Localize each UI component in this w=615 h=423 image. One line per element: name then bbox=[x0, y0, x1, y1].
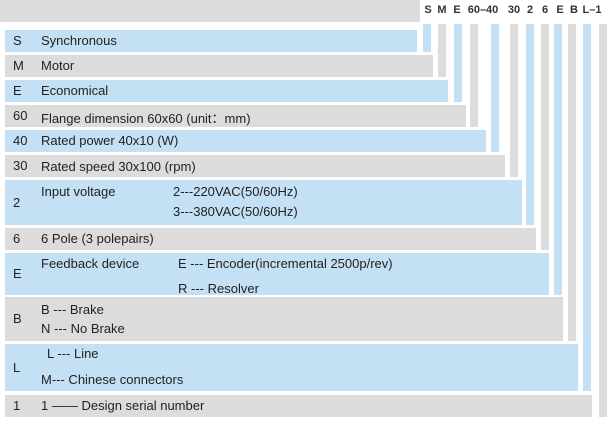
connector-track-1 bbox=[438, 24, 446, 77]
connector-track-11 bbox=[599, 24, 607, 417]
legend-row-text: M--- Chinese connectors bbox=[41, 372, 184, 387]
legend-row-text: 2---220VAC(50/60Hz) bbox=[173, 184, 298, 199]
legend-row-text: R --- Resolver bbox=[178, 281, 259, 296]
legend-row-text: N --- No Brake bbox=[41, 321, 125, 336]
legend-row-code: 40 bbox=[13, 133, 28, 148]
legend-row-code: 1 bbox=[13, 398, 21, 413]
legend-row-text: Input voltage bbox=[41, 184, 116, 199]
header-code-7: E bbox=[556, 4, 564, 16]
legend-row-code: 2 bbox=[13, 194, 21, 210]
header-code-8: B bbox=[570, 4, 578, 16]
legend-row-3: 60 Flange dimension 60x60 (unit：mm) bbox=[5, 105, 466, 127]
legend-row-text: B --- Brake bbox=[41, 302, 104, 317]
header-code-3: 60–40 bbox=[467, 4, 499, 16]
legend-row-code: 6 bbox=[13, 231, 21, 246]
legend-row-11: 1 1 —— Design serial number bbox=[5, 395, 592, 417]
header-code-1: M bbox=[437, 4, 447, 16]
header-code-5: 2 bbox=[526, 4, 534, 16]
connector-track-9 bbox=[568, 24, 576, 341]
legend-row-text: Rated speed 30x100 (rpm) bbox=[41, 159, 196, 174]
legend-row-6: 2 Input voltage 2---220VAC(50/60Hz) 3---380… bbox=[5, 180, 522, 225]
legend-row-text: 1 —— Design serial number bbox=[41, 398, 205, 413]
legend-row-text: Feedback device bbox=[41, 256, 140, 271]
legend-row-code: E bbox=[13, 266, 22, 281]
connector-track-3 bbox=[470, 24, 478, 127]
legend-row-8: E Feedback device E --- Encoder(incrementa… bbox=[5, 253, 549, 296]
connector-track-7 bbox=[541, 24, 549, 250]
legend-row-text: Motor bbox=[41, 58, 75, 73]
legend-row-code: L bbox=[13, 359, 21, 375]
legend-row-4: 40 Rated power 40x10 (W) bbox=[5, 130, 486, 152]
header-code-2: E bbox=[453, 4, 461, 16]
legend-row-text: Synchronous bbox=[41, 33, 117, 48]
connector-track-6 bbox=[526, 24, 534, 225]
connector-track-2 bbox=[454, 24, 462, 102]
legend-row-2: E Economical bbox=[5, 80, 448, 102]
header-code-0: S bbox=[424, 4, 432, 16]
legend-row-text: E --- Encoder(incremental 2500p/rev) bbox=[178, 256, 393, 271]
model-code-header-bar bbox=[0, 0, 420, 22]
legend-row-code: E bbox=[13, 83, 22, 98]
legend-row-5: 30 Rated speed 30x100 (rpm) bbox=[5, 155, 505, 177]
legend-row-9: B B --- Brake N --- No Brake bbox=[5, 297, 563, 341]
legend-row-text: 3---380VAC(50/60Hz) bbox=[173, 204, 298, 219]
legend-row-text: 6 Pole (3 polepairs) bbox=[41, 231, 154, 246]
legend-row-text: L --- Line bbox=[47, 346, 99, 361]
connector-track-4 bbox=[491, 24, 499, 152]
legend-row-code: M bbox=[13, 58, 24, 73]
legend-row-0: S Synchronous bbox=[5, 30, 417, 52]
legend-row-code: B bbox=[13, 311, 22, 326]
connector-track-8 bbox=[554, 24, 562, 295]
legend-row-7: 6 6 Pole (3 polepairs) bbox=[5, 228, 536, 250]
connector-track-5 bbox=[510, 24, 518, 177]
legend-row-text: Economical bbox=[41, 83, 109, 98]
legend-row-text: Rated power 40x10 (W) bbox=[41, 133, 179, 148]
legend-row-text: Flange dimension 60x60 (unit：mm) bbox=[41, 111, 251, 126]
legend-row-code: S bbox=[13, 33, 22, 48]
connector-track-0 bbox=[423, 24, 431, 52]
legend-row-code: 30 bbox=[13, 158, 28, 173]
header-code-6: 6 bbox=[541, 4, 549, 16]
legend-row-1: M Motor bbox=[5, 55, 433, 77]
legend-row-code: 60 bbox=[13, 108, 28, 123]
connector-track-10 bbox=[583, 24, 591, 391]
header-code-4: 30 bbox=[507, 4, 521, 16]
header-code-9: L–1 bbox=[582, 4, 602, 16]
